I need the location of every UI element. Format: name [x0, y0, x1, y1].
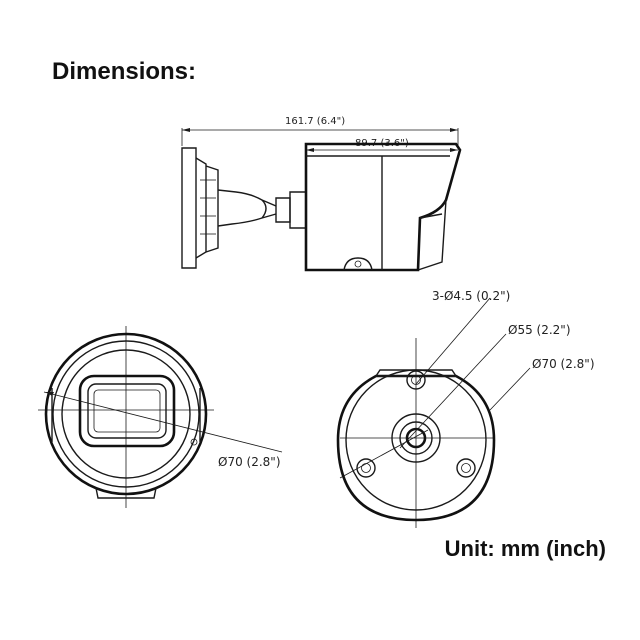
front-leader-arrow [46, 392, 54, 396]
front-diameter-leader [43, 391, 283, 453]
mount-ring [205, 165, 219, 253]
rear-inner-ring [345, 369, 487, 511]
holes-label: 3-Ø4.5 (0.2") [432, 289, 510, 303]
side-view: 161.7 (6.4") 89.7 (3.6") [181, 116, 462, 272]
arrow-right [450, 128, 458, 132]
lens-window-outer [78, 374, 176, 448]
bracket-socket [289, 191, 307, 229]
cable-boss-outer [391, 413, 441, 463]
bracket-ball [275, 197, 291, 223]
screw-hole-top [406, 370, 426, 390]
screw-hole-top-inner [411, 375, 421, 385]
rear-view: 3-Ø4.5 (0.2") Ø55 (2.2") Ø70 (2.8") [336, 289, 595, 528]
arrow-body-left [306, 148, 314, 152]
screw-hole-right [456, 458, 476, 478]
arrow-body-right [450, 148, 458, 152]
front-indicator [190, 438, 198, 446]
inner-diameter-label: Ø55 (2.2") [508, 323, 571, 337]
bracket-joint [261, 199, 267, 219]
unit-label: Unit: mm (inch) [444, 536, 606, 561]
inner-diameter-leader [399, 333, 507, 449]
sunshield-edge [417, 199, 447, 271]
lens-window-glass [93, 389, 161, 433]
holes-leader [415, 297, 491, 385]
front-diameter-label: Ø70 (2.8") [218, 455, 281, 469]
cable-boss-inner [399, 421, 433, 455]
mount-flange [195, 157, 207, 259]
screw-hole-left-inner [361, 463, 371, 473]
outer-diameter-label: Ø70 (2.8") [532, 357, 595, 371]
screw-hole-left [356, 458, 376, 478]
mount-plate [181, 147, 197, 269]
bottom-screw [354, 260, 362, 268]
front-housing-inner [52, 340, 200, 488]
front-mount-foot [95, 487, 157, 499]
front-view: Ø70 (2.8") [38, 326, 283, 508]
screw-hole-right-inner [461, 463, 471, 473]
page-title: Dimensions: [52, 58, 197, 85]
bracket-arm-bottom [217, 213, 277, 227]
bracket-arm-top [217, 189, 277, 207]
lens-window-inner [87, 383, 167, 439]
outer-diameter-leader [489, 367, 531, 411]
arrow-left [182, 128, 190, 132]
overall-length-label: 161.7 (6.4") [285, 116, 345, 127]
rear-base-plate [336, 374, 496, 522]
sunshield-lip [419, 213, 443, 219]
bottom-screw-housing [343, 257, 373, 271]
camera-body [304, 142, 462, 272]
inner-diameter-leader-ext [339, 429, 429, 479]
front-housing-outer [44, 332, 208, 496]
cable-hole [405, 427, 427, 449]
front-bezel [61, 349, 191, 479]
